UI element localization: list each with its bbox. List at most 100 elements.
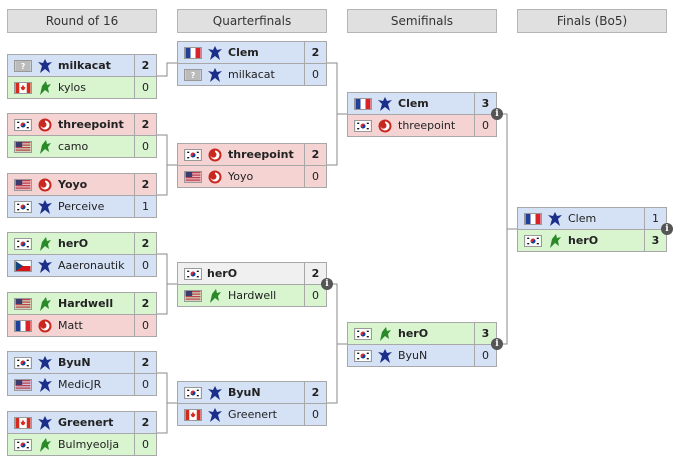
player-name[interactable]: milkacat — [228, 68, 275, 81]
player-score: 2 — [134, 233, 156, 254]
player-name[interactable]: kylos — [58, 81, 87, 94]
flag-kr-icon — [184, 387, 202, 399]
connector-line — [497, 113, 517, 230]
player-name[interactable]: MedicJR — [58, 378, 102, 391]
protoss-race-icon — [37, 80, 53, 96]
protoss-race-icon — [37, 296, 53, 312]
player-score: 0 — [134, 315, 156, 336]
player-name[interactable]: Hardwell — [228, 289, 277, 302]
match-info-icon[interactable]: i — [321, 278, 333, 290]
flag-fr-icon — [354, 98, 372, 110]
player-name[interactable]: ByuN — [58, 356, 91, 369]
flag-ca-icon — [14, 417, 32, 429]
terran-race-icon — [377, 96, 393, 112]
match-info-icon[interactable]: i — [491, 108, 503, 120]
player-score: 2 — [304, 42, 326, 63]
player-name[interactable]: threepoint — [58, 118, 124, 131]
player-score: 0 — [304, 404, 326, 425]
flag-cz-icon — [14, 260, 32, 272]
flag-us-icon — [14, 179, 32, 191]
zerg-race-icon — [37, 318, 53, 334]
player-name[interactable]: Clem — [228, 46, 259, 59]
flag-kr-icon — [354, 350, 372, 362]
flag-kr-icon — [14, 439, 32, 451]
flag-kr-icon — [14, 201, 32, 213]
terran-race-icon — [207, 385, 223, 401]
player-name[interactable]: herO — [398, 327, 429, 340]
zerg-race-icon — [207, 147, 223, 163]
player-name[interactable]: Matt — [58, 319, 83, 332]
connector-line — [157, 62, 177, 77]
player-slot[interactable]: Greenert 0 — [177, 403, 327, 426]
protoss-race-icon — [37, 139, 53, 155]
player-slot[interactable]: Clem 1 — [517, 207, 667, 230]
player-name[interactable]: camo — [58, 140, 89, 153]
player-name[interactable]: Yoyo — [58, 178, 88, 191]
zerg-race-icon — [207, 169, 223, 185]
connector-line — [157, 284, 168, 315]
connector-line — [327, 114, 338, 166]
player-name[interactable]: ByuN — [228, 386, 261, 399]
player-name[interactable]: Perceive — [58, 200, 105, 213]
player-slot[interactable]: Clem 2 — [177, 41, 327, 64]
zerg-race-icon — [37, 177, 53, 193]
player-name[interactable]: threepoint — [398, 119, 456, 132]
player-name[interactable]: herO — [568, 234, 599, 247]
player-slot[interactable]: herO 2 — [7, 232, 157, 255]
player-name[interactable]: Bulmyeolja — [58, 438, 120, 451]
player-name[interactable]: milkacat — [58, 59, 111, 72]
player-name[interactable]: Aaeronautik — [58, 259, 125, 272]
connector-line — [327, 344, 338, 404]
player-name[interactable]: Greenert — [58, 416, 114, 429]
player-name[interactable]: herO — [207, 267, 238, 280]
connector-line — [157, 372, 177, 404]
flag-fr-icon — [14, 320, 32, 332]
connector-line — [327, 283, 347, 345]
player-name[interactable]: herO — [58, 237, 89, 250]
player-slot[interactable]: Matt 0 — [7, 314, 157, 337]
player-name[interactable]: Clem — [568, 212, 597, 225]
flag-us-icon — [14, 379, 32, 391]
player-name[interactable]: Clem — [398, 97, 429, 110]
flag-unknown-icon: ? — [184, 69, 202, 81]
match-info-icon[interactable]: i — [661, 223, 673, 235]
player-name[interactable]: Yoyo — [228, 170, 254, 183]
player-name[interactable]: ByuN — [398, 349, 428, 362]
svg-text:?: ? — [191, 71, 195, 80]
svg-text:?: ? — [21, 62, 25, 71]
flag-us-icon — [184, 171, 202, 183]
player-name[interactable]: Hardwell — [58, 297, 114, 310]
match-info-icon[interactable]: i — [491, 338, 503, 350]
player-score: 1 — [644, 208, 666, 229]
player-name[interactable]: threepoint — [228, 148, 294, 161]
player-name[interactable]: Greenert — [228, 408, 277, 421]
